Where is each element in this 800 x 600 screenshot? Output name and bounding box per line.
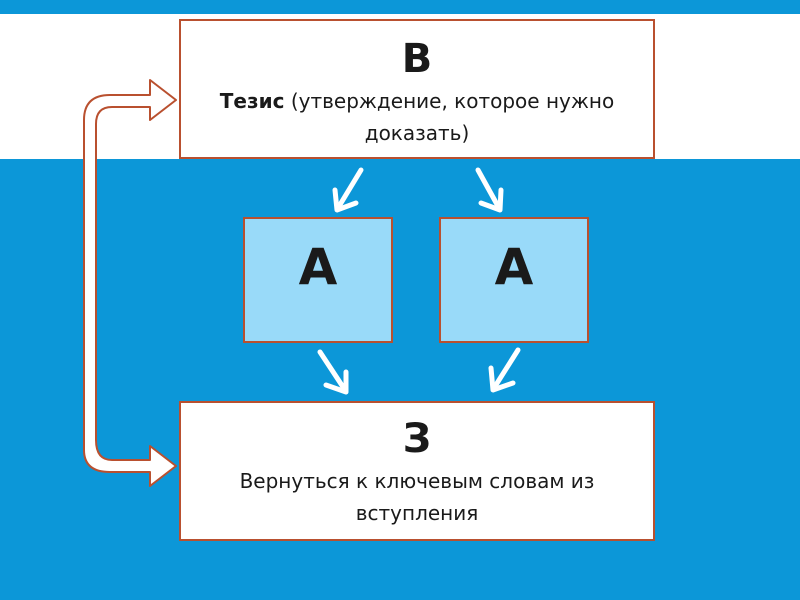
conclusion-text: Вернуться к ключевым словам из вступлени… — [239, 469, 595, 525]
top-blue-strip — [0, 0, 800, 14]
thesis-description: Тезис (утверждение, которое нужно доказа… — [181, 85, 653, 149]
thesis-letter: В — [401, 36, 433, 82]
argument-letter-2: А — [494, 238, 534, 296]
thesis-label: Тезис — [219, 89, 285, 113]
conclusion-box: З Вернуться к ключевым словам из вступле… — [179, 401, 655, 541]
conclusion-letter: З — [402, 416, 432, 462]
thesis-text: (утверждение, которое нужно доказать) — [284, 89, 615, 145]
argument-box-1: А — [243, 217, 393, 343]
argument-letter-1: А — [298, 238, 338, 296]
thesis-box: В Тезис (утверждение, которое нужно дока… — [179, 19, 655, 159]
argument-box-2: А — [439, 217, 589, 343]
